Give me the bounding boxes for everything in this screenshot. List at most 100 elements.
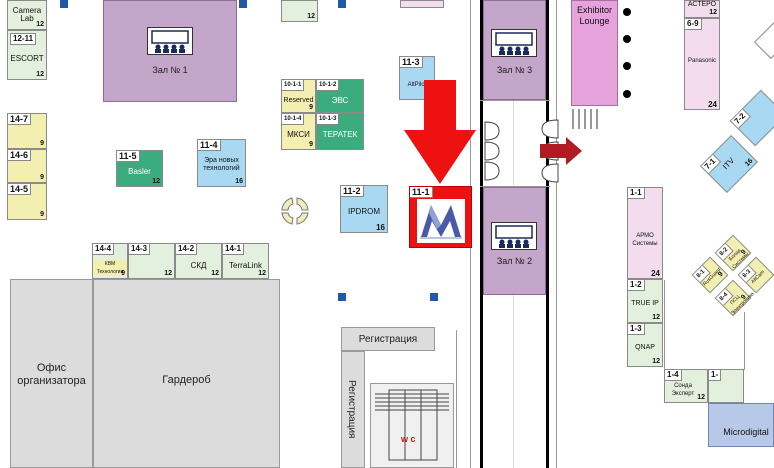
- booth-1-4[interactable]: 1-4 Сонда Эксперт 12: [664, 369, 708, 403]
- booth-camera-lab[interactable]: Camera Lab 12: [7, 0, 47, 30]
- booth-area: 9: [309, 104, 313, 111]
- organizer-office[interactable]: Офис организатора: [10, 279, 93, 468]
- registration-label: Регистрация: [346, 380, 357, 439]
- booth-10-1-1[interactable]: 10-1-1 Reserved 9: [281, 79, 316, 113]
- registration-label: Регистрация: [358, 334, 418, 345]
- restroom[interactable]: w c: [370, 383, 454, 468]
- office-label: Офис организатора: [17, 362, 86, 387]
- booth-7-1[interactable]: 7-1 ITV 16: [700, 135, 758, 193]
- booth-8-4[interactable]: 8-4 ПСЦ Электроника 9: [714, 279, 756, 317]
- booth-area: 9: [40, 211, 44, 218]
- lounge-label: Exhibitor Lounge: [576, 5, 612, 26]
- exhibitor-lounge[interactable]: Exhibitor Lounge: [571, 0, 618, 106]
- registration-desk-horizontal[interactable]: Регистрация: [341, 327, 435, 351]
- booth-area: 12: [652, 314, 660, 321]
- booth-11-2[interactable]: 11-2 IPDROM 16: [340, 185, 388, 233]
- booth-area: 12: [307, 13, 315, 20]
- booth-number: 10-1-4: [282, 114, 305, 125]
- booth-number: 14-6: [8, 150, 32, 161]
- screen-icon: [147, 27, 193, 55]
- booth-number: 1-3: [628, 324, 645, 335]
- booth-11-1[interactable]: 11-1: [409, 186, 472, 248]
- booth-area: 9: [121, 270, 125, 277]
- marker-dot: [623, 90, 631, 98]
- booth-number: 14-5: [8, 184, 32, 195]
- booth-10-1-3[interactable]: 10-1-3 ТЕРАТЕК: [316, 113, 364, 150]
- booth-area: 9: [717, 270, 725, 279]
- booth-label: АСТЕРО: [687, 1, 717, 8]
- booth-label: AltPilot: [407, 82, 427, 88]
- booth-14-7[interactable]: 14-7 9: [7, 113, 47, 149]
- booth-1-1[interactable]: 1-1 АРМО Системы 24: [627, 187, 663, 279]
- booth-label: Microdigital: [723, 427, 769, 437]
- booth-label: ЭВС: [331, 96, 349, 105]
- door-frame: [480, 186, 550, 187]
- booth-area: 12: [36, 21, 44, 28]
- booth-1-5[interactable]: 1-: [708, 369, 744, 403]
- booth-label: Эра новых технологий: [203, 157, 240, 172]
- booth-number: 11-3: [400, 57, 423, 68]
- booth-14-4[interactable]: 14-4 КВМ Технологии 9: [92, 243, 128, 279]
- restroom-floorplan-icon: [375, 389, 449, 461]
- booth-number: 1-4: [665, 370, 682, 381]
- booth-number: 1-1: [628, 188, 645, 199]
- door-icon: [484, 121, 500, 181]
- hall-label: Зал № 2: [496, 256, 533, 266]
- booth-14-1[interactable]: 14-1 TerraLink 12: [222, 243, 269, 279]
- booth-number: 11-4: [198, 140, 221, 151]
- booth-14-5[interactable]: 14-5 9: [7, 183, 47, 220]
- booth-14-2[interactable]: 14-2 СКД 12: [175, 243, 222, 279]
- booth-14-3[interactable]: 14-3 12: [128, 243, 175, 279]
- wall-right-corridor: [546, 0, 549, 468]
- booth-label: IPDROM: [348, 207, 380, 216]
- booth-top-pink[interactable]: [400, 0, 444, 8]
- restroom-label: w c: [401, 434, 416, 444]
- booth-number: 10-1-1: [282, 80, 305, 91]
- booth-label: TRUE IP: [631, 300, 659, 307]
- marker-dot: [338, 293, 346, 301]
- booth-top[interactable]: 12: [281, 0, 318, 22]
- booth-area: 12: [164, 270, 172, 277]
- booth-1-2[interactable]: 1-2 TRUE IP 12: [627, 279, 663, 323]
- booth-6-9[interactable]: 6-9 Panasonic 24: [684, 18, 720, 110]
- cloakroom[interactable]: Гардероб: [93, 279, 280, 468]
- registration-desk-vertical[interactable]: Регистрация: [341, 351, 365, 468]
- booth-area: 12: [258, 270, 266, 277]
- booth-number: 14-1: [223, 244, 245, 255]
- hall-2[interactable]: Зал № 2: [483, 187, 546, 295]
- booth-14-6[interactable]: 14-6 9: [7, 149, 47, 183]
- marker-dot: [338, 0, 346, 8]
- booth-10-1-4[interactable]: 10-1-4 МКСИ 9: [281, 113, 316, 150]
- booth-12-11[interactable]: 12-11 ESCORT 12: [7, 30, 47, 80]
- arrow-down-icon: [404, 80, 476, 184]
- hall-1[interactable]: Зал № 1: [103, 0, 237, 102]
- booth-area: 24: [651, 269, 660, 278]
- cloakroom-label: Гардероб: [162, 374, 211, 386]
- marker-dot: [623, 8, 631, 16]
- booth-area: 12: [36, 71, 44, 78]
- booth-10-1-2[interactable]: 10-1-2 ЭВС: [316, 79, 364, 113]
- booth-number: 10-1-2: [317, 80, 340, 91]
- booth-label: АРМО Системы: [632, 233, 658, 247]
- booth-actepo[interactable]: АСТЕРО 12: [684, 0, 720, 18]
- hall-label: Зал № 3: [496, 65, 533, 75]
- marker-dot: [623, 62, 631, 70]
- booth-area: 9: [309, 141, 313, 148]
- booth-number: 12-11: [10, 33, 37, 45]
- booth-11-5[interactable]: 11-5 Basler 12: [116, 150, 163, 187]
- booth-label: КВМ Технологии: [93, 260, 127, 276]
- booth-area: 12: [152, 178, 160, 185]
- booth-number: 14-7: [8, 114, 32, 125]
- booth-partial-top-right[interactable]: [753, 20, 774, 60]
- booth-area: 16: [235, 178, 243, 185]
- booth-11-4[interactable]: 11-4 Эра новых технологий 16: [197, 139, 246, 187]
- wall-right-lower: [664, 280, 665, 370]
- booth-7-2[interactable]: 7-2: [729, 89, 774, 147]
- stairs-icon: [572, 109, 598, 129]
- booth-number: 11-5: [117, 151, 140, 162]
- hall-3[interactable]: Зал № 3: [483, 0, 546, 100]
- booth-number: 14-2: [176, 244, 198, 255]
- booth-microdigital[interactable]: Microdigital: [708, 403, 774, 447]
- booth-1-3[interactable]: 1-3 QNAP 12: [627, 323, 663, 367]
